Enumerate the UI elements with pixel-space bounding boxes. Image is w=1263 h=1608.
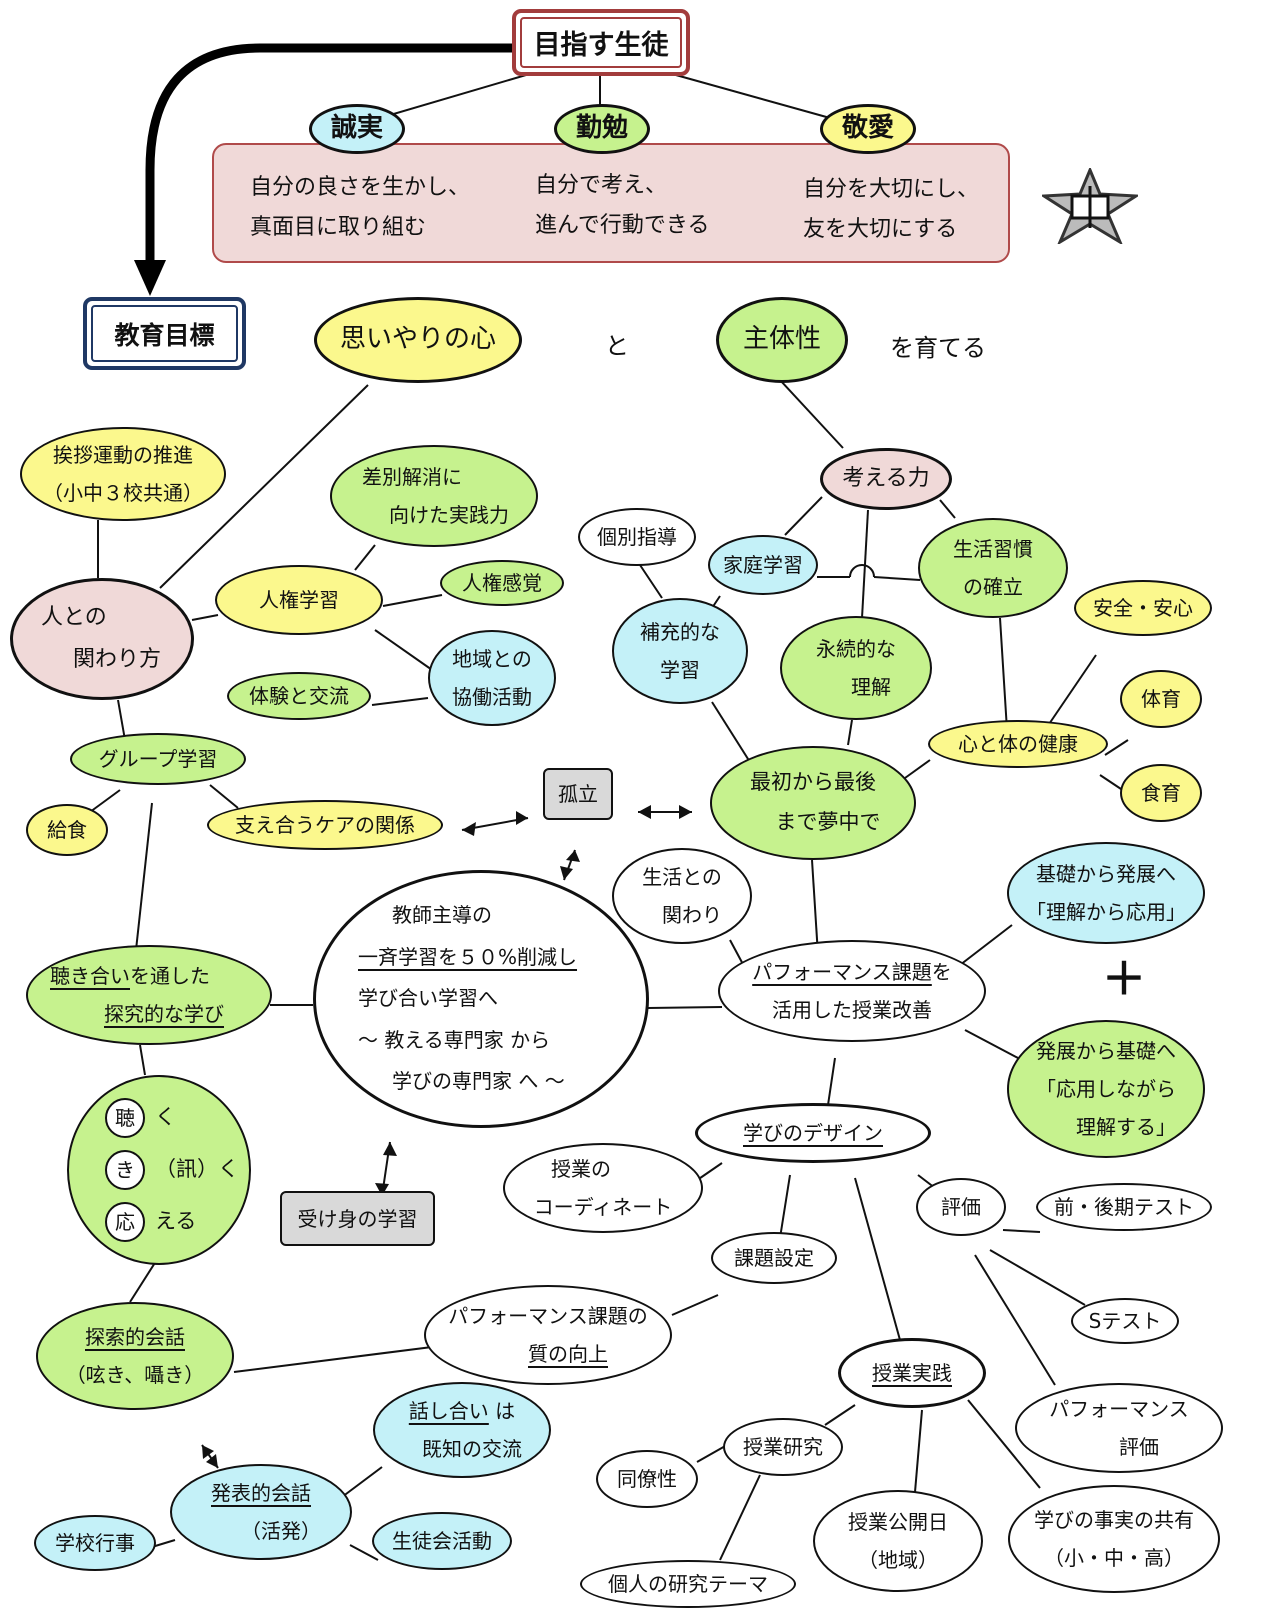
goal-sodateru: を育てる: [890, 334, 986, 362]
node-ukemi: 受け身の学習: [280, 1191, 435, 1246]
school-emblem: [1042, 168, 1138, 244]
node-kobetsu-shido: 個別指導: [578, 508, 696, 566]
kiku-char-2: き: [105, 1150, 145, 1190]
node-kangaeru-chikara: 考える力: [820, 448, 952, 510]
node-doryosei: 同僚性: [596, 1450, 698, 1508]
node-taiken: 体験と交流: [227, 672, 371, 720]
node-kyushoku: 給食: [26, 804, 108, 856]
node-manabi-design: 学びのデザイン: [695, 1103, 931, 1163]
node-kokoro-karada-kenko: 心と体の健康: [928, 720, 1108, 768]
node-jugyo-kokai: 授業公開日（地域）: [813, 1490, 983, 1592]
node-kikiai: 聴き合いを通した 探究的な学び: [26, 945, 272, 1045]
node-kadai-settei: 課題設定: [711, 1232, 837, 1284]
node-shutaisei: 主体性: [716, 297, 848, 383]
plus-sign: ＋: [1102, 954, 1146, 1005]
node-performance-shitsu: パフォーマンス課題の質の向上: [424, 1285, 672, 1385]
node-taiiku: 体育: [1120, 670, 1202, 728]
node-jinken-kankaku: 人権感覚: [440, 560, 564, 606]
node-hito-kakawari: 人との関わり方: [10, 578, 194, 700]
node-hatten-kiso: 発展から基礎へ「応用しながら理解する」: [1007, 1020, 1205, 1158]
value-keiai: 敬愛: [820, 104, 916, 154]
node-aisatsu: 挨拶運動の推進（小中３校共通）: [20, 427, 226, 521]
value-kinben: 勤勉: [554, 104, 650, 154]
node-seitokai: 生徒会活動: [372, 1512, 512, 1570]
node-sabetsu: 差別解消に向けた実践力: [330, 445, 538, 547]
node-hyoka: 評価: [916, 1178, 1006, 1236]
node-koritsu: 孤立: [543, 768, 613, 820]
node-anzen: 安全・安心: [1074, 580, 1212, 636]
target-students-title: 目指す生徒: [512, 9, 690, 76]
node-kiku-kiku-kotaeru: 聴く き（訊）く 応える: [67, 1075, 251, 1265]
values-description-panel: [212, 143, 1010, 263]
node-muchu: 最初から最後まで夢中で: [710, 746, 916, 860]
node-katei-gakushu: 家庭学習: [708, 535, 818, 595]
desc-seijitsu: 自分の良さを生かし、真面目に取り組む: [250, 175, 471, 240]
node-jugyo-coordinate: 授業のコーディネート: [503, 1143, 703, 1233]
desc-kinben: 自分で考え、進んで行動できる: [535, 173, 710, 238]
node-group-gakushu: グループ学習: [70, 733, 246, 785]
node-chiiki: 地域との協働活動: [428, 630, 556, 726]
node-jinken-gakushu: 人権学習: [215, 565, 383, 635]
kiku-char-1: 聴: [105, 1098, 145, 1138]
node-performance-hyoka: パフォーマンス評価: [1015, 1383, 1223, 1473]
node-shokuiku: 食育: [1120, 764, 1202, 822]
node-performance-kaizen: パフォーマンス課題を 活用した授業改善: [718, 940, 986, 1042]
kiku-char-3: 応: [105, 1202, 145, 1242]
node-gakko-gyoji: 学校行事: [34, 1515, 156, 1571]
education-goal-label: 教育目標: [83, 297, 246, 370]
node-omoiyari: 思いやりの心: [314, 297, 522, 383]
node-zenkouki-test: 前・後期テスト: [1036, 1183, 1212, 1231]
node-jugyo-kenkyu: 授業研究: [723, 1418, 843, 1476]
node-sasaeau: 支え合うケアの関係: [207, 800, 443, 850]
node-kojin-kenkyu-theme: 個人の研究テーマ: [580, 1560, 796, 1608]
node-hanashiai: 話し合い は 既知の交流: [373, 1382, 551, 1478]
value-seijitsu: 誠実: [309, 104, 405, 154]
node-eizoku-rikai: 永続的な理解: [780, 616, 932, 720]
node-kiso-hatten: 基礎から発展へ「理解から応用」: [1007, 842, 1205, 944]
node-happyo-kaiwa: 発表的会話（活発）: [170, 1464, 352, 1560]
desc-keiai: 自分を大切にし、友を大切にする: [803, 177, 980, 242]
node-hojuu-gakushu: 補充的な学習: [612, 598, 748, 704]
node-s-test: Sテスト: [1071, 1298, 1179, 1344]
node-seikatsu-shukan: 生活習慣の確立: [918, 518, 1068, 618]
goal-to: と: [605, 332, 629, 360]
node-seikatsu-kakawari: 生活との関わり: [612, 848, 752, 944]
node-center-main: 教師主導の 一斉学習を５０%削減し 学び合い学習へ ～ 教える専門家 から 学び…: [313, 870, 649, 1128]
node-manabi-kyoyu: 学びの事実の共有（小・中・高）: [1008, 1485, 1220, 1593]
node-jugyo-jissen: 授業実践: [838, 1338, 986, 1408]
node-tansaku-kaiwa: 探索的会話（呟き、囁き）: [36, 1302, 234, 1410]
